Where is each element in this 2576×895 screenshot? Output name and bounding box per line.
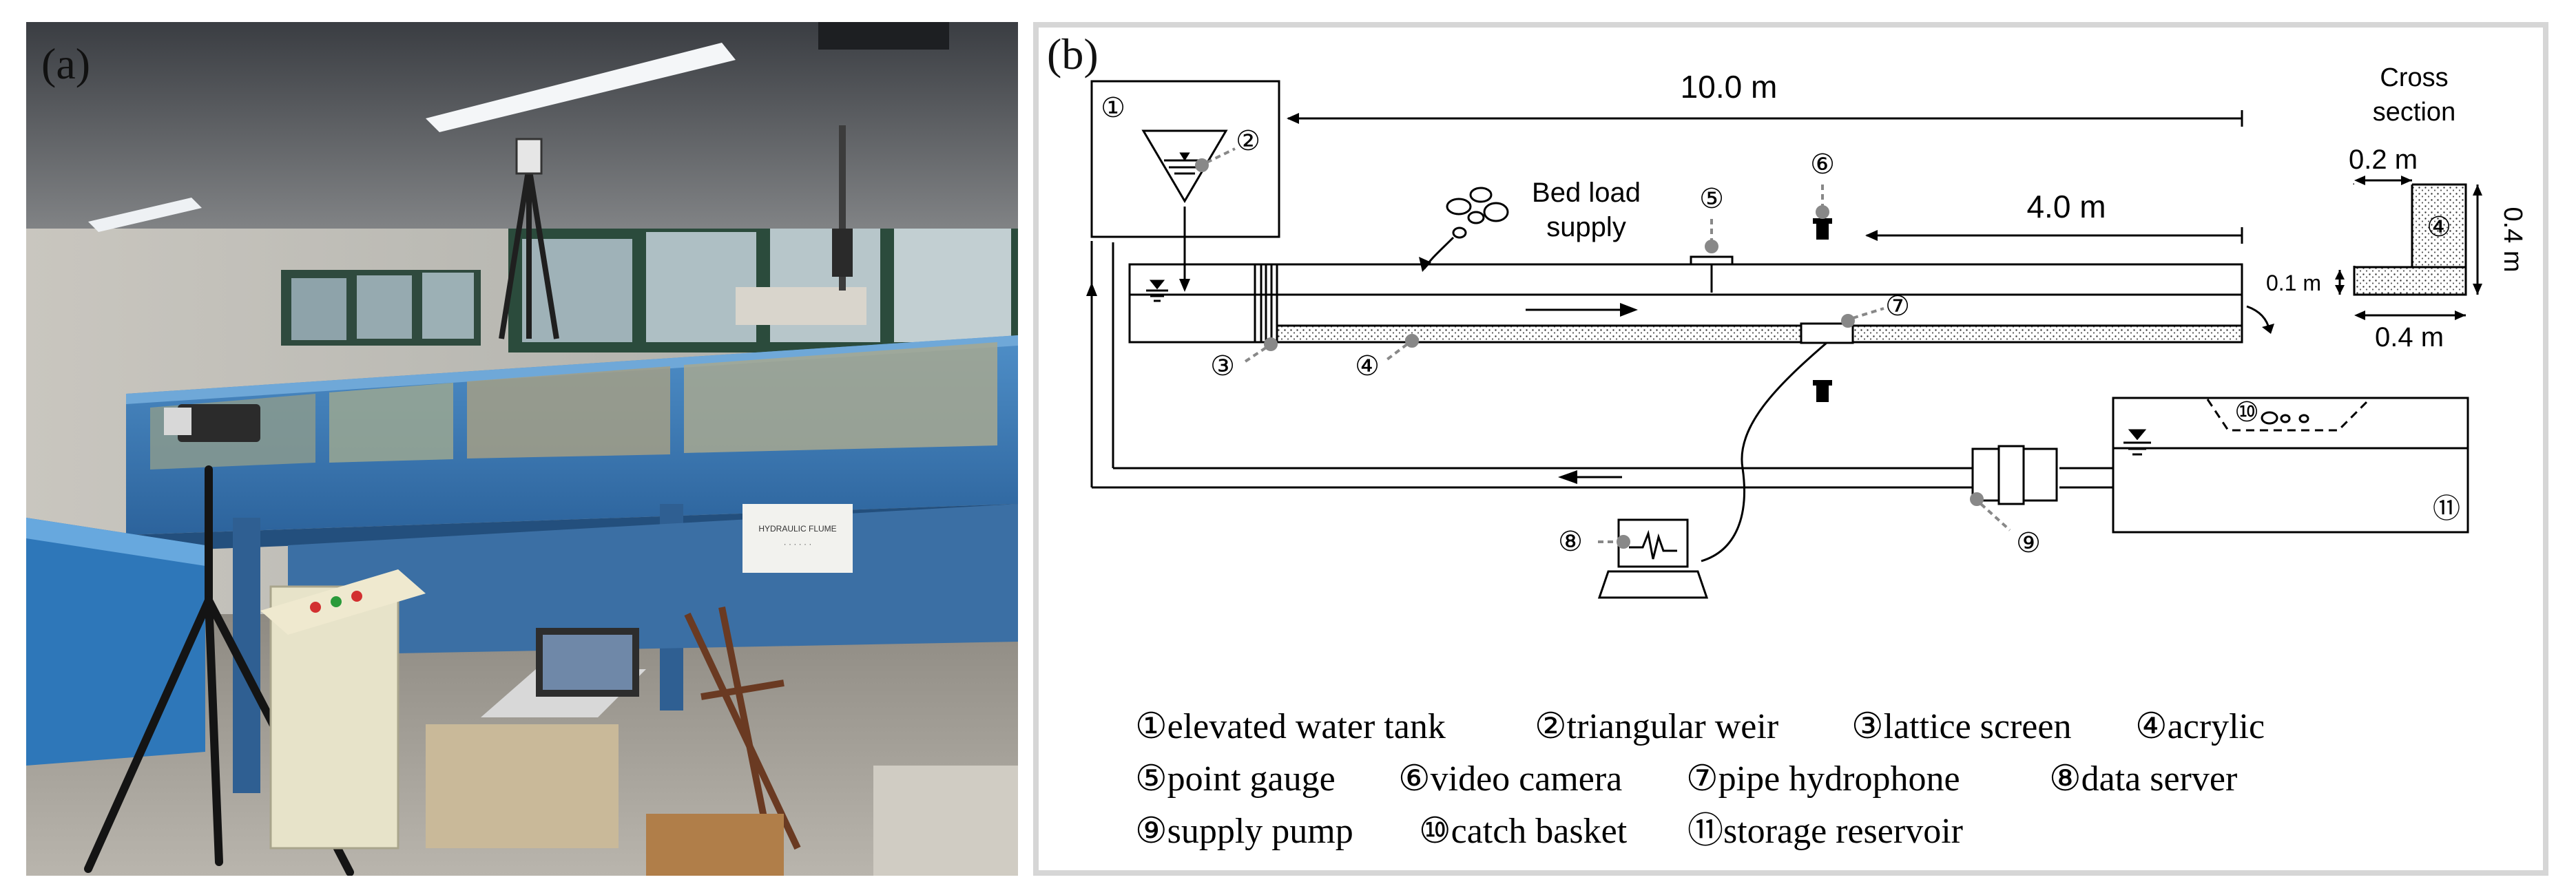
dimension-label-0.1m: 0.1 m: [2266, 271, 2321, 295]
legend-item: ⑧data server: [2049, 759, 2237, 799]
video-camera-top: [1816, 222, 1829, 240]
video-camera: [178, 404, 260, 442]
flume-schematic: (b) ① ② ③ ④ ⑤ ⑥ ⑦ ⑧ ⑨ ⑩ ⑪ ④ 10.0 m 4.0 m…: [1047, 30, 2527, 851]
bed-load-label-line1: Bed load: [1532, 178, 1641, 208]
triangular-weir: [1141, 129, 1228, 203]
pipe-hydrophone: [1800, 322, 1854, 344]
legend-item: ③lattice screen: [1851, 707, 2071, 746]
ceiling-vent: [818, 22, 949, 50]
marker-1: ①: [1101, 92, 1125, 123]
marker-11: ⑪: [2433, 493, 2460, 524]
marker-10: ⑩: [2234, 397, 2259, 428]
sediment-bed: [1276, 324, 2243, 344]
hydrophone-cable: [1701, 341, 1827, 562]
flume-sign-text: HYDRAULIC FLUME: [758, 524, 836, 534]
cross-section-label-line2: section: [2373, 98, 2455, 127]
marker-3: ③: [1210, 350, 1235, 381]
ceiling-light: [88, 198, 202, 232]
legend-item: ⑥video camera: [1398, 759, 1622, 799]
dimension-label-0.2m: 0.2 m: [2349, 145, 2418, 175]
marker-2: ②: [1236, 125, 1260, 156]
marker-4: ④: [1355, 350, 1380, 381]
lab-photo-panel: HYDRAULIC FLUME · · · · · · (a): [26, 22, 1018, 876]
ceiling-camera-tripod: [499, 166, 559, 339]
legend-item: ②triangular weir: [1535, 707, 1778, 746]
dimension-label-0.4m-bottom: 0.4 m: [2375, 322, 2444, 352]
wooden-stand: [684, 607, 801, 850]
flume-sign-text: · · · · · ·: [784, 539, 812, 549]
panel-b-label: (b): [1047, 30, 1099, 78]
dimension-label-10m: 10.0 m: [1681, 69, 1778, 105]
basket-pebble: [2261, 411, 2278, 425]
legend-item: ⑪storage reservoir: [1687, 812, 1963, 851]
marker-4-cross-section: ④: [2427, 211, 2451, 242]
ceiling-light: [426, 43, 736, 132]
lab-photo: HYDRAULIC FLUME · · · · · · (a): [26, 22, 1018, 876]
equipment-table: [426, 724, 619, 848]
cross-section-label-line1: Cross: [2380, 63, 2448, 92]
panel-a-label: (a): [41, 39, 90, 88]
storage-reservoir: [2112, 397, 2469, 534]
schematic-panel: (b) ① ② ③ ④ ⑤ ⑥ ⑦ ⑧ ⑨ ⑩ ⑪ ④ 10.0 m 4.0 m…: [1033, 22, 2548, 876]
marker-6: ⑥: [1810, 149, 1835, 180]
leader-dot: [1195, 158, 1209, 172]
legend-item: ⑨supply pump: [1135, 812, 1353, 851]
catch-basket: [2206, 398, 2371, 432]
marker-8: ⑧: [1558, 526, 1583, 557]
flume-sign: [742, 504, 853, 573]
legend: ①elevated water tank ②triangular weir ③l…: [1135, 707, 2265, 851]
supply-pump: [1971, 448, 2000, 502]
legend-item: ⑤point gauge: [1135, 759, 1336, 799]
legend-item: ①elevated water tank: [1135, 707, 1446, 746]
point-gauge: [1690, 255, 1734, 266]
marker-7: ⑦: [1885, 291, 1910, 322]
floor-pipes: [873, 766, 1018, 876]
video-camera-bottom: [1816, 384, 1829, 402]
dimension-label-4m: 4.0 m: [2026, 189, 2106, 224]
legend-item: ④acrylic: [2135, 707, 2265, 746]
marker-9: ⑨: [2016, 527, 2041, 558]
point-gauge-rod: [839, 125, 846, 291]
carriage-equipment: [736, 287, 866, 325]
marker-5: ⑤: [1699, 183, 1724, 214]
legend-item: ⑩catch basket: [1419, 812, 1628, 851]
dimension-label-0.4m-height: 0.4 m: [2498, 207, 2527, 272]
cardboard-box: [646, 814, 784, 876]
legend-item: ⑦pipe hydrophone: [1686, 759, 1960, 799]
pebble: [1446, 198, 1472, 215]
bed-load-label-line2: supply: [1546, 212, 1626, 242]
